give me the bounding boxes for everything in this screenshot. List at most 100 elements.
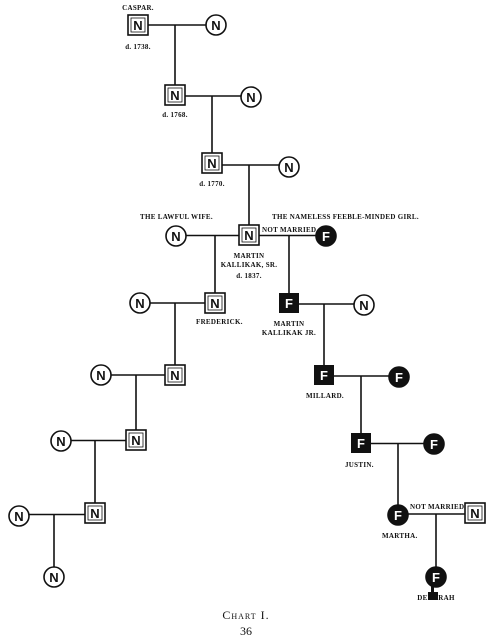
inner-frame <box>241 227 257 243</box>
person-caspar: N <box>127 14 149 36</box>
inner-frame <box>87 505 103 521</box>
person-frederick: N <box>204 292 226 314</box>
person-name: CASPAR. <box>122 4 154 12</box>
female-circle-symbol <box>43 566 65 588</box>
person-l4w: N <box>50 430 72 452</box>
mark-letter: N <box>470 506 479 521</box>
mark-letter: N <box>171 229 180 244</box>
mark-letter: N <box>359 298 368 313</box>
female-circle-symbol <box>278 156 300 178</box>
person-millard: F <box>314 365 334 385</box>
page-number: 36 <box>240 624 252 638</box>
mark-letter: N <box>133 18 142 33</box>
person-name: MILLARD. <box>306 392 344 400</box>
male-square-symbol <box>204 292 226 314</box>
mark-letter: N <box>14 509 23 524</box>
mark-letter: N <box>211 18 220 33</box>
male-square-symbol <box>125 429 147 451</box>
person-deborah: F <box>425 566 447 588</box>
mark-letter: F <box>320 368 328 383</box>
female-circle-symbol <box>423 433 445 455</box>
female-circle-symbol <box>425 566 447 588</box>
note-lawful-wife: THE LAWFUL WIFE. <box>140 213 213 221</box>
person-name: FREDERICK. <box>196 318 243 326</box>
chart-caption: Chart I. <box>222 608 270 622</box>
name-line: KALLIKAK JR. <box>262 329 316 337</box>
inner-frame <box>207 295 223 311</box>
note-nameless-girl: THE NAMELESS FEEBLE-MINDED GIRL. <box>272 213 419 221</box>
person-w3: N <box>278 156 300 178</box>
mark-letter: F <box>395 370 403 385</box>
mark-letter: N <box>131 433 140 448</box>
inner-frame <box>204 155 220 171</box>
mark-letter: N <box>49 570 58 585</box>
female-circle-symbol <box>240 86 262 108</box>
male-square-symbol <box>279 293 299 313</box>
mark-letter: F <box>322 229 330 244</box>
female-circle-symbol <box>50 430 72 452</box>
female-circle-symbol <box>165 225 187 247</box>
person-justin: F <box>351 433 371 453</box>
person-m2: N <box>164 84 186 106</box>
male-square-symbol <box>314 365 334 385</box>
person-l4: N <box>125 429 147 451</box>
female-circle-symbol <box>205 14 227 36</box>
person-nameless: F <box>315 225 337 247</box>
person-w2: N <box>240 86 262 108</box>
inner-frame <box>128 432 144 448</box>
mark-letter: N <box>56 434 65 449</box>
person-millardw: F <box>388 366 410 388</box>
male-square-symbol <box>164 364 186 386</box>
person-note: d. 1837. <box>236 272 262 280</box>
pedigree-lines <box>29 24 465 567</box>
note-not-married-2: NOT MARRIED <box>410 503 464 511</box>
male-square-symbol <box>164 84 186 106</box>
male-square-symbol <box>238 224 260 246</box>
female-circle-symbol <box>353 294 375 316</box>
inner-frame <box>130 17 146 33</box>
male-square-symbol <box>351 433 371 453</box>
person-m3: N <box>201 152 223 174</box>
note-not-married-1: NOT MARRIED <box>262 226 316 234</box>
male-square-symbol <box>127 14 149 36</box>
male-square-symbol <box>84 502 106 524</box>
female-circle-symbol <box>387 504 409 526</box>
name-line: KALLIKAK, SR. <box>221 261 278 269</box>
mark-letter: N <box>170 88 179 103</box>
person-l3: N <box>164 364 186 386</box>
person-mjr: F <box>279 293 299 313</box>
person-fw: N <box>129 292 151 314</box>
person-name: JUSTIN. <box>345 461 374 469</box>
female-circle-symbol <box>129 292 151 314</box>
person-note: d. 1770. <box>199 180 225 188</box>
inner-frame <box>167 87 183 103</box>
mark-letter: N <box>284 160 293 175</box>
female-circle-symbol <box>388 366 410 388</box>
person-mjrw: N <box>353 294 375 316</box>
male-square-symbol <box>201 152 223 174</box>
name-line: MARTIN <box>274 320 305 328</box>
mark-letter: N <box>135 296 144 311</box>
person-mm: N <box>464 502 486 524</box>
mark-letter: N <box>207 156 216 171</box>
person-l6: N <box>43 566 65 588</box>
female-circle-symbol <box>8 505 30 527</box>
person-note: d. 1768. <box>162 111 188 119</box>
mark-letter: N <box>96 368 105 383</box>
mark-letter: N <box>170 368 179 383</box>
mark-letter: F <box>432 570 440 585</box>
person-martin: N <box>238 224 260 246</box>
male-square-symbol <box>464 502 486 524</box>
person-martha: F <box>387 504 409 526</box>
mark-letter: N <box>90 506 99 521</box>
person-name: MARTHA. <box>382 532 418 540</box>
mark-letter: F <box>285 296 293 311</box>
person-w1: N <box>205 14 227 36</box>
figure-pointer-icon <box>428 584 438 600</box>
person-l5w: N <box>8 505 30 527</box>
mark-letter: N <box>244 228 253 243</box>
mark-letter: F <box>394 508 402 523</box>
